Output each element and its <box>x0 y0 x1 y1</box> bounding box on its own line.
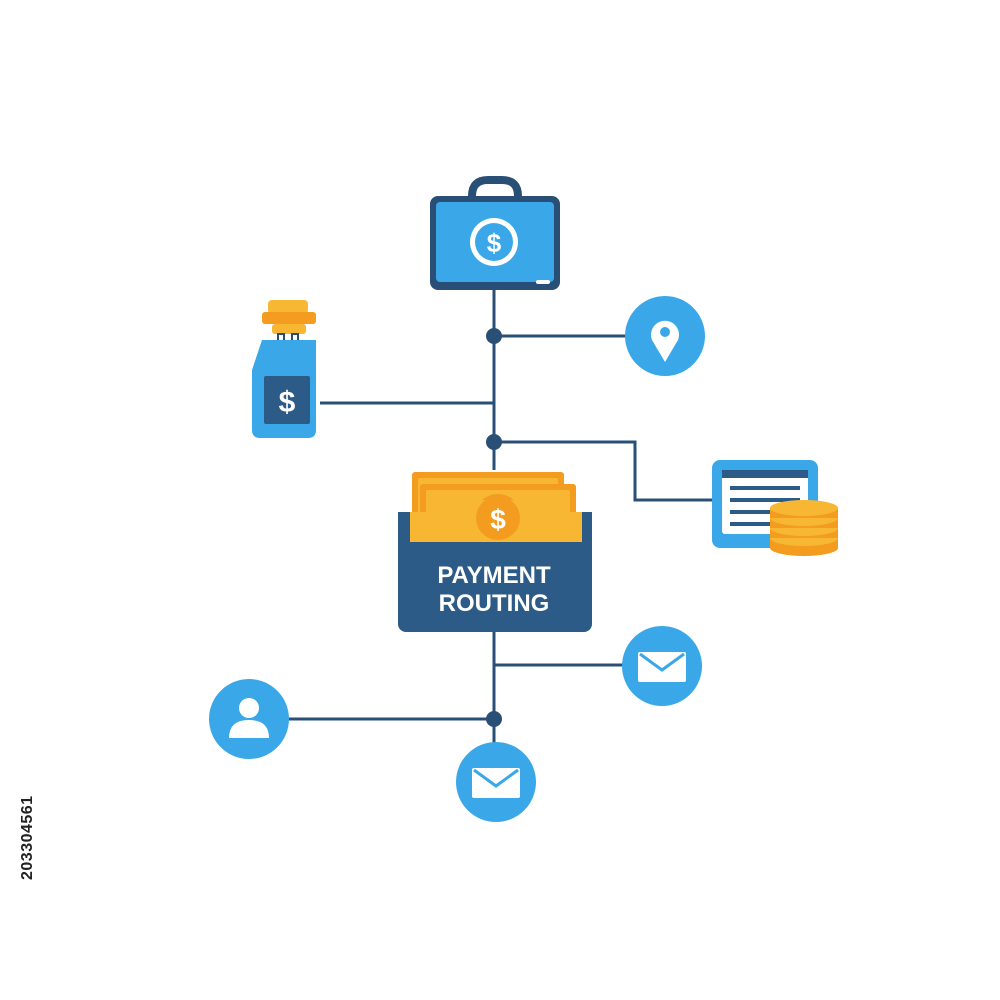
wallet-title-line2: ROUTING <box>439 590 550 617</box>
wallet-title-line1: PAYMENT <box>437 562 551 589</box>
location-pin-icon <box>625 296 705 376</box>
cash-dollar-symbol-front: $ <box>490 504 506 535</box>
money-bag-dollar-symbol: $ <box>279 386 296 419</box>
junction-node <box>486 434 502 450</box>
money-bag-dollar-icon: $ <box>252 300 316 438</box>
user-icon <box>209 679 289 759</box>
stock-image-id: 203304561 <box>19 795 36 880</box>
junction-node <box>486 711 502 727</box>
branch-line-invoice <box>494 440 715 502</box>
envelope-icon-bottom <box>456 742 536 822</box>
coin-stack <box>770 500 838 556</box>
envelope-icon <box>622 626 702 706</box>
briefcase-dollar-icon: $ <box>430 176 560 290</box>
junction-node <box>486 328 502 344</box>
briefcase-dollar-symbol: $ <box>487 228 502 258</box>
connector-lines <box>288 288 715 745</box>
invoice-coins-icon <box>712 460 838 556</box>
payment-routing-wallet: $ $ PAYMENT ROUTING <box>398 472 592 632</box>
